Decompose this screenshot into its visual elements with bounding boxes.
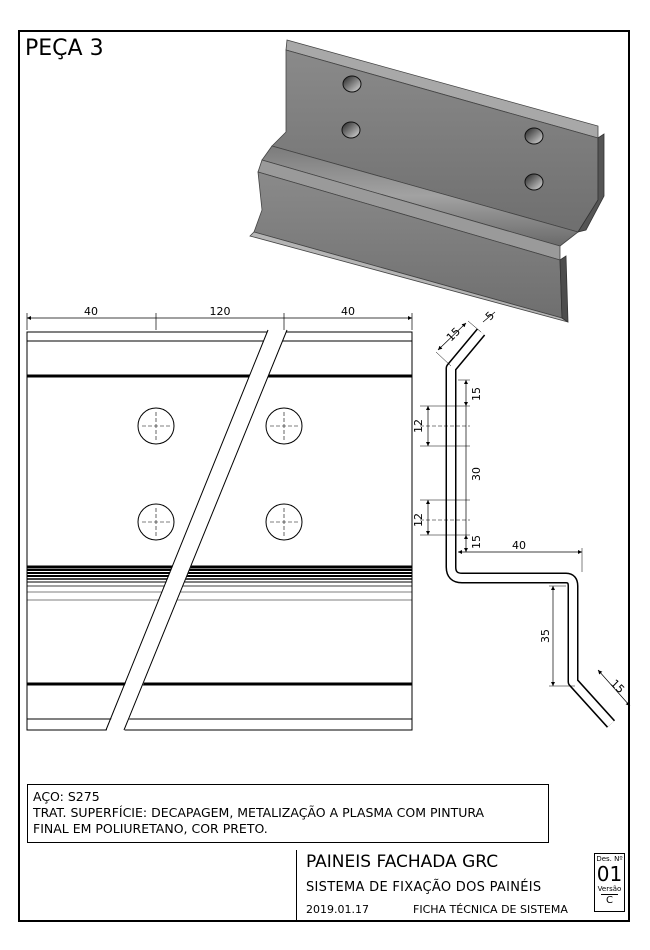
dim-profile-lip: 5 [483,309,497,323]
dim-profile-depth: 35 [539,629,552,643]
bolt-hole [137,407,175,445]
surface-treatment-line-2: FINAL EM POLIURETANO, COR PRETO. [33,821,268,836]
title-block-divider [296,850,297,922]
bolt-hole [265,503,303,541]
drawing-frame [18,30,630,922]
material-notes: AÇO: S275 TRAT. SUPERFÍCIE: DECAPAGEM, M… [27,784,549,843]
dim-profile-upper-flange: 15 [470,387,483,401]
profile-view [420,311,631,728]
dim-profile-bottom: 15 [608,677,627,696]
project-title: PAINEIS FACHADA GRC [306,852,499,872]
issue-date: 2019.01.17 [306,903,369,916]
dim-front-left: 40 [84,305,98,318]
bracket-3d-view [249,39,605,323]
drawing-number-badge: Des. Nº 01 Versão C [594,853,625,912]
dim-hole-spacing-bottom: 12 [412,513,425,527]
bolt-hole [137,503,175,541]
drawing-number-label: Des. Nº [596,855,623,863]
version-label: Versão [597,885,622,893]
dim-front-middle: 120 [210,305,231,318]
front-view [26,313,413,732]
dim-profile-lower-flange: 15 [470,535,483,549]
document-type: FICHA TÉCNICA DE SISTEMA [413,903,568,916]
surface-treatment-line-1: TRAT. SUPERFÍCIE: DECAPAGEM, METALIZAÇÃO… [33,805,485,820]
dim-profile-offset: 40 [512,539,526,552]
version-value: C [601,894,618,907]
dim-hole-spacing-top: 12 [412,419,425,433]
project-subtitle: SISTEMA DE FIXAÇÃO DOS PAINÉIS [306,880,542,895]
dim-front-right: 40 [341,305,355,318]
dim-hole-pitch: 30 [470,467,483,481]
material-spec: AÇO: S275 [33,789,100,804]
piece-title: PEÇA 3 [25,36,104,61]
drawing-number: 01 [596,862,623,886]
bolt-hole [265,407,303,445]
